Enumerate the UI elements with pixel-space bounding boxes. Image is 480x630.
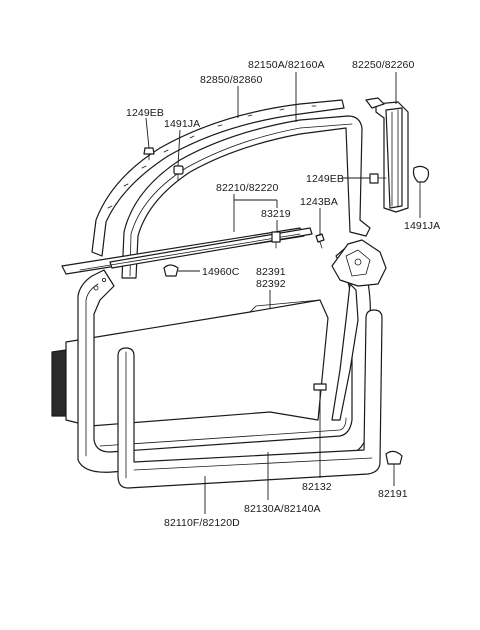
clip-1491ja-left	[173, 165, 184, 181]
clip-83219	[271, 231, 281, 249]
label-82130a-82140a: 82130A/82140A	[244, 503, 321, 515]
door-panel	[65, 299, 329, 427]
label-1491ja-right: 1491JA	[404, 220, 440, 232]
door-panel-edge	[51, 349, 67, 417]
b-pillar-trim	[331, 239, 387, 421]
label-82210-82220: 82210/82220	[216, 182, 278, 194]
screw-1249eb-right	[369, 173, 387, 184]
rear-window-channel	[365, 97, 409, 213]
label-1249eb-left: 1249EB	[126, 107, 164, 119]
drip-molding	[91, 99, 345, 257]
label-82150a-82160a: 82150A/82160A	[248, 59, 325, 71]
clip-1249eb-left	[143, 147, 155, 161]
part-labels: 82150A/82160A 82850/82860 82250/82260 12…	[126, 59, 440, 529]
clip-1491ja-right	[412, 165, 430, 191]
clip-14960c	[163, 264, 179, 277]
label-14960c: 14960C	[202, 266, 240, 278]
label-82391: 82391	[256, 266, 286, 278]
label-1249eb-right: 1249EB	[306, 173, 344, 185]
leader-lines	[145, 72, 421, 514]
label-1243ba: 1243BA	[300, 196, 338, 208]
clip-82132	[313, 383, 327, 397]
label-82250-82260: 82250/82260	[352, 59, 414, 71]
label-82132: 82132	[302, 481, 332, 493]
label-1491ja-left: 1491JA	[164, 118, 200, 130]
belt-weatherstrip	[61, 227, 313, 275]
label-82191: 82191	[378, 488, 408, 500]
door-seal-loop	[117, 309, 383, 489]
label-82850-82860: 82850/82860	[200, 74, 262, 86]
label-83219: 83219	[261, 208, 291, 220]
clip-82191	[385, 450, 403, 471]
label-82110f-82120d: 82110F/82120D	[164, 517, 240, 529]
label-82392: 82392	[256, 278, 286, 290]
screw-1243ba	[315, 233, 325, 249]
